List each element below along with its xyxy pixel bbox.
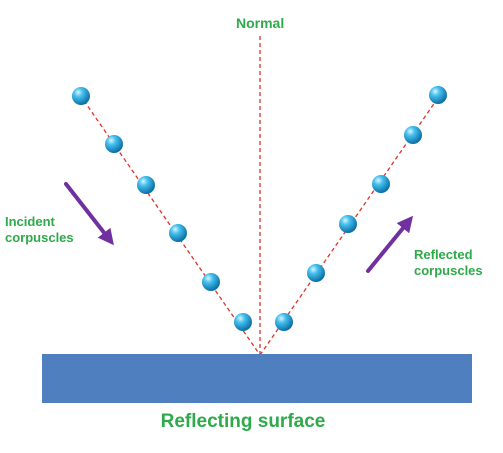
reflected-ray-line [259,94,441,356]
reflected-corpuscle [275,313,293,331]
reflected-corpuscle [429,86,447,104]
incident-corpuscle [105,135,123,153]
reflected-label-line1: Reflected [414,247,473,262]
reflecting-surface-label: Reflecting surface [160,411,326,432]
incident-label-line2: corpuscles [5,230,74,246]
reflected-corpuscle [372,175,390,193]
incident-corpuscle [137,176,155,194]
normal-label: Normal [236,15,285,31]
incident-label-line1: Incident [5,214,55,229]
incident-corpuscle [202,273,220,291]
reflected-corpuscle [404,126,422,144]
reflected-direction-arrow [366,215,414,273]
incident-direction-arrow [64,182,114,246]
incident-corpuscle [234,313,252,331]
incident-corpuscles [72,87,252,331]
incident-corpuscles-label: Incident corpuscles [5,214,74,247]
incident-ray-line [79,94,261,356]
reflected-corpuscles-label: Reflected corpuscles [414,247,483,280]
reflected-corpuscles [275,86,447,331]
incident-corpuscle [169,224,187,242]
reflecting-surface-block [42,354,472,403]
reflected-corpuscle [339,215,357,233]
reflected-label-line2: corpuscles [414,263,483,279]
incident-corpuscle [72,87,90,105]
reflected-corpuscle [307,264,325,282]
